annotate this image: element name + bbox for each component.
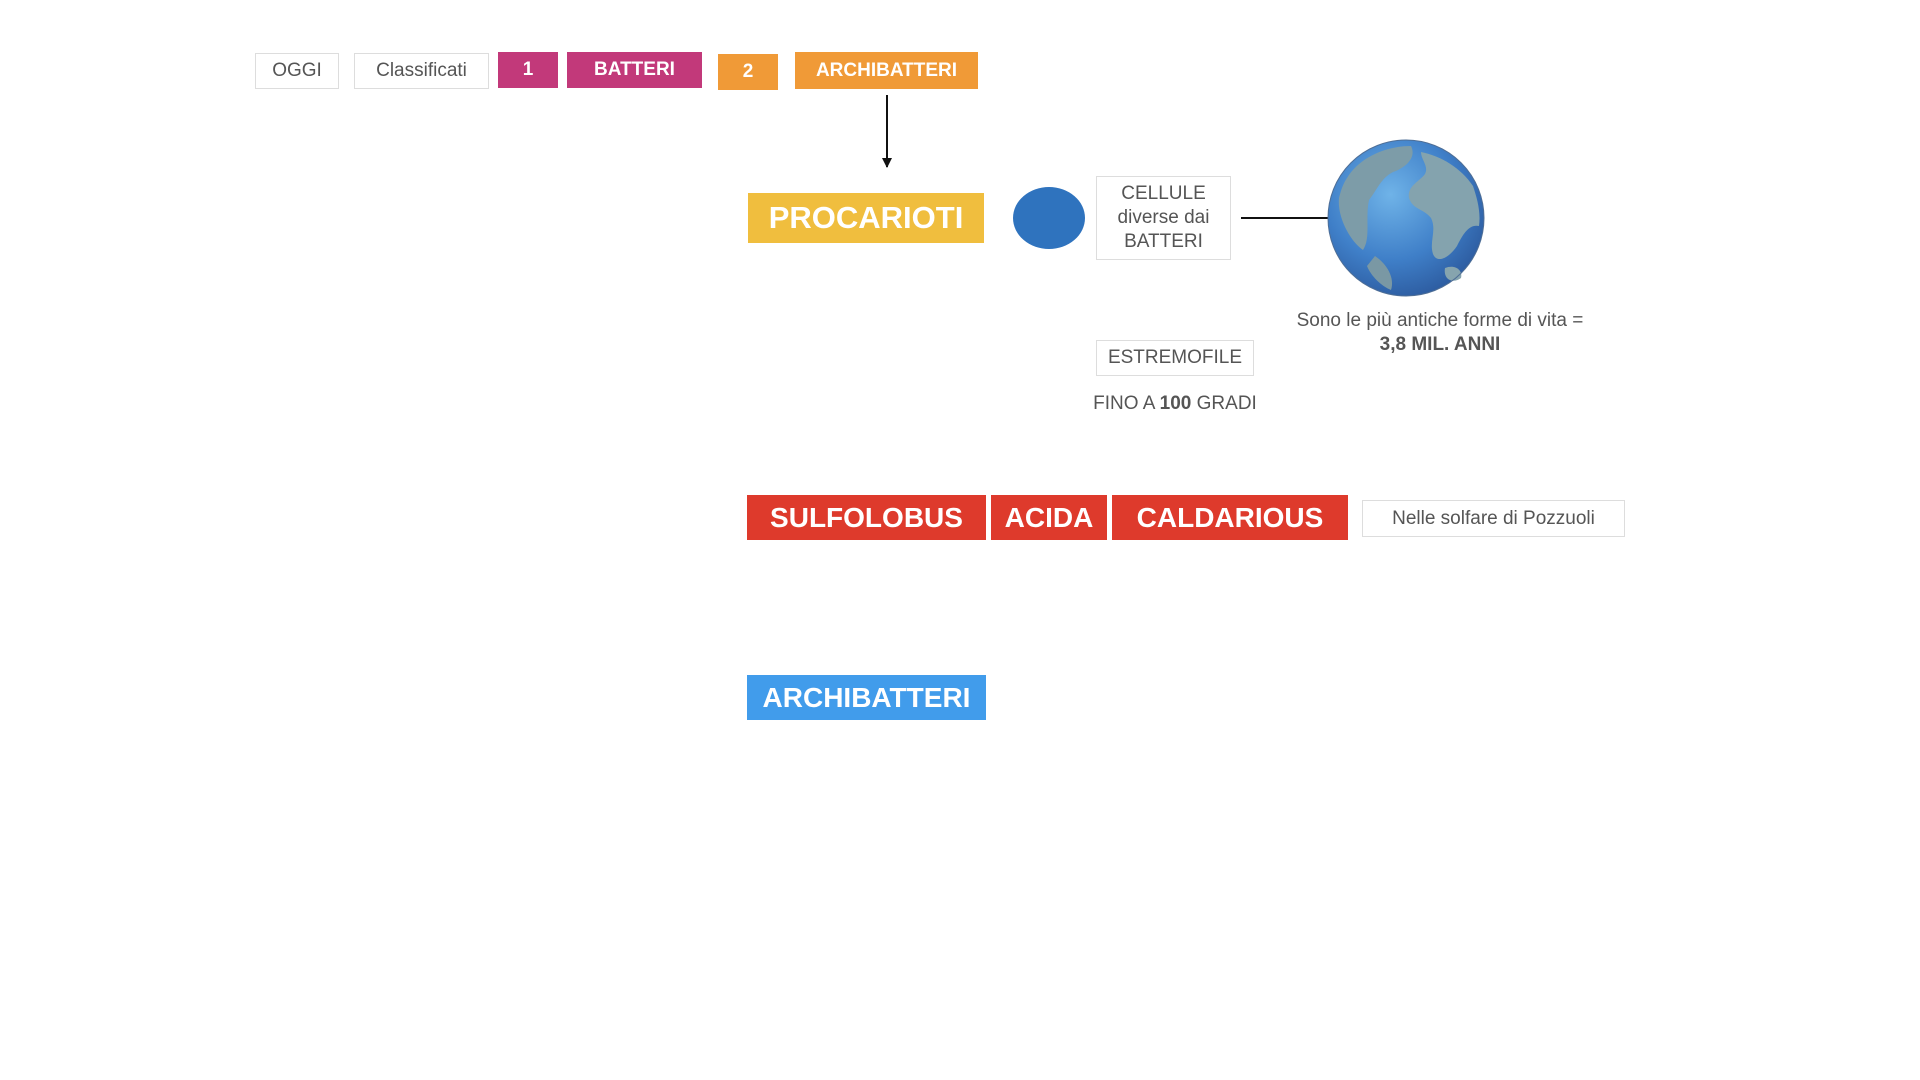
cellule-box: CELLULE diverse dai BATTERI xyxy=(1096,176,1231,260)
caldarious-box: CALDARIOUS xyxy=(1112,495,1348,540)
fino-text: FINO A 100 GRADI xyxy=(1055,393,1295,415)
estremofile-label: ESTREMOFILE xyxy=(1107,347,1243,368)
oggi-box: OGGI xyxy=(255,53,339,89)
pozzuoli-label: Nelle solfare di Pozzuoli xyxy=(1392,507,1595,529)
archibatteri-top-box: ARCHIBATTERI xyxy=(795,52,978,89)
cellule-line-3: BATTERI xyxy=(1124,231,1203,252)
archibatteri-top-label: ARCHIBATTERI xyxy=(815,59,958,81)
number-2-badge: 2 xyxy=(718,54,778,90)
number-2-label: 2 xyxy=(742,61,754,82)
antiche-text-line-1: Sono le più antiche forme di vita = xyxy=(1296,310,1584,331)
oggi-label: OGGI xyxy=(272,60,322,81)
fino-pre: FINO A xyxy=(1093,393,1155,414)
number-1-badge: 1 xyxy=(498,52,558,88)
earth-globe-icon xyxy=(1327,139,1485,297)
archibatteri-bottom-box: ARCHIBATTERI xyxy=(747,675,986,720)
fino-number: 100 xyxy=(1159,393,1192,414)
number-1-label: 1 xyxy=(522,59,534,80)
procarioti-box: PROCARIOTI xyxy=(748,193,984,243)
acida-box: ACIDA xyxy=(991,495,1107,540)
cellule-line-1: CELLULE xyxy=(1121,183,1206,204)
cellule-line-2: diverse dai xyxy=(1117,207,1210,228)
fino-post: GRADI xyxy=(1196,393,1257,414)
classificati-label: Classificati xyxy=(376,60,467,81)
archibatteri-bottom-label: ARCHIBATTERI xyxy=(762,681,971,713)
sulfolobus-label: SULFOLOBUS xyxy=(770,501,963,533)
batteri-box: BATTERI xyxy=(567,52,702,88)
classificati-box: Classificati xyxy=(354,53,489,89)
sulfolobus-box: SULFOLOBUS xyxy=(747,495,986,540)
blue-dot-icon xyxy=(1013,187,1085,249)
caldarious-label: CALDARIOUS xyxy=(1136,501,1324,533)
procarioti-label: PROCARIOTI xyxy=(768,200,964,235)
batteri-label: BATTERI xyxy=(594,59,675,80)
acida-label: ACIDA xyxy=(1004,501,1094,533)
estremofile-box: ESTREMOFILE xyxy=(1096,340,1254,376)
antiche-text-line-2: 3,8 MIL. ANNI xyxy=(1379,334,1501,355)
pozzuoli-box: Nelle solfare di Pozzuoli xyxy=(1362,500,1625,537)
